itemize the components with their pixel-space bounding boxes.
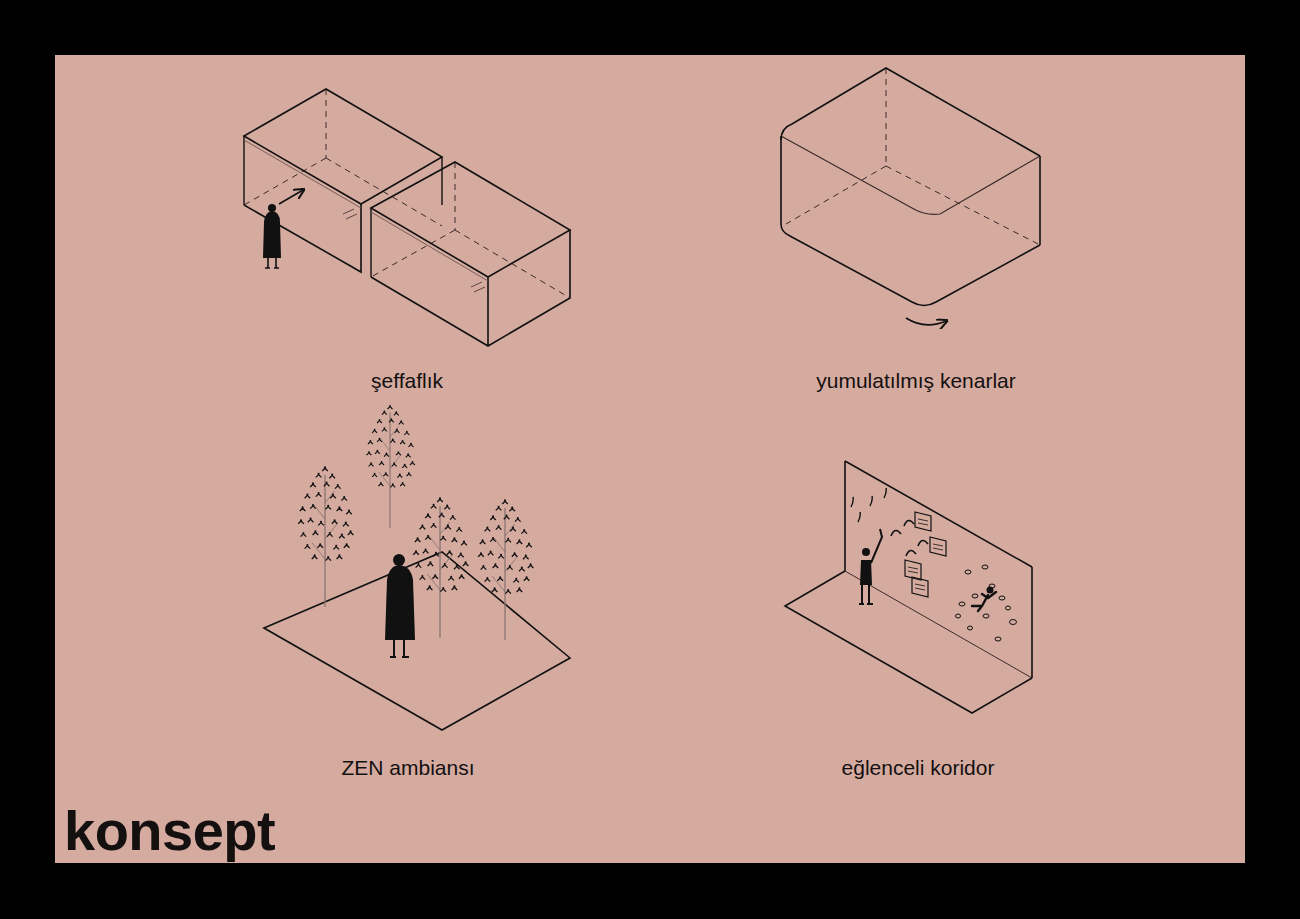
glass-boxes: [244, 89, 570, 346]
zen-garden: [264, 405, 570, 730]
page-title: konsept: [64, 798, 275, 863]
concept-label: eğlenceli koridor: [842, 756, 995, 780]
rounded-box: [781, 68, 1040, 325]
person-silhouette: [263, 204, 281, 268]
playful-corridor: [785, 461, 1032, 713]
concept-label: ZEN ambiansı: [341, 756, 474, 780]
concept-label: şeffaflık: [371, 369, 443, 393]
panel: [55, 55, 1245, 863]
concept-label: yumulatılmış kenarlar: [816, 369, 1016, 393]
